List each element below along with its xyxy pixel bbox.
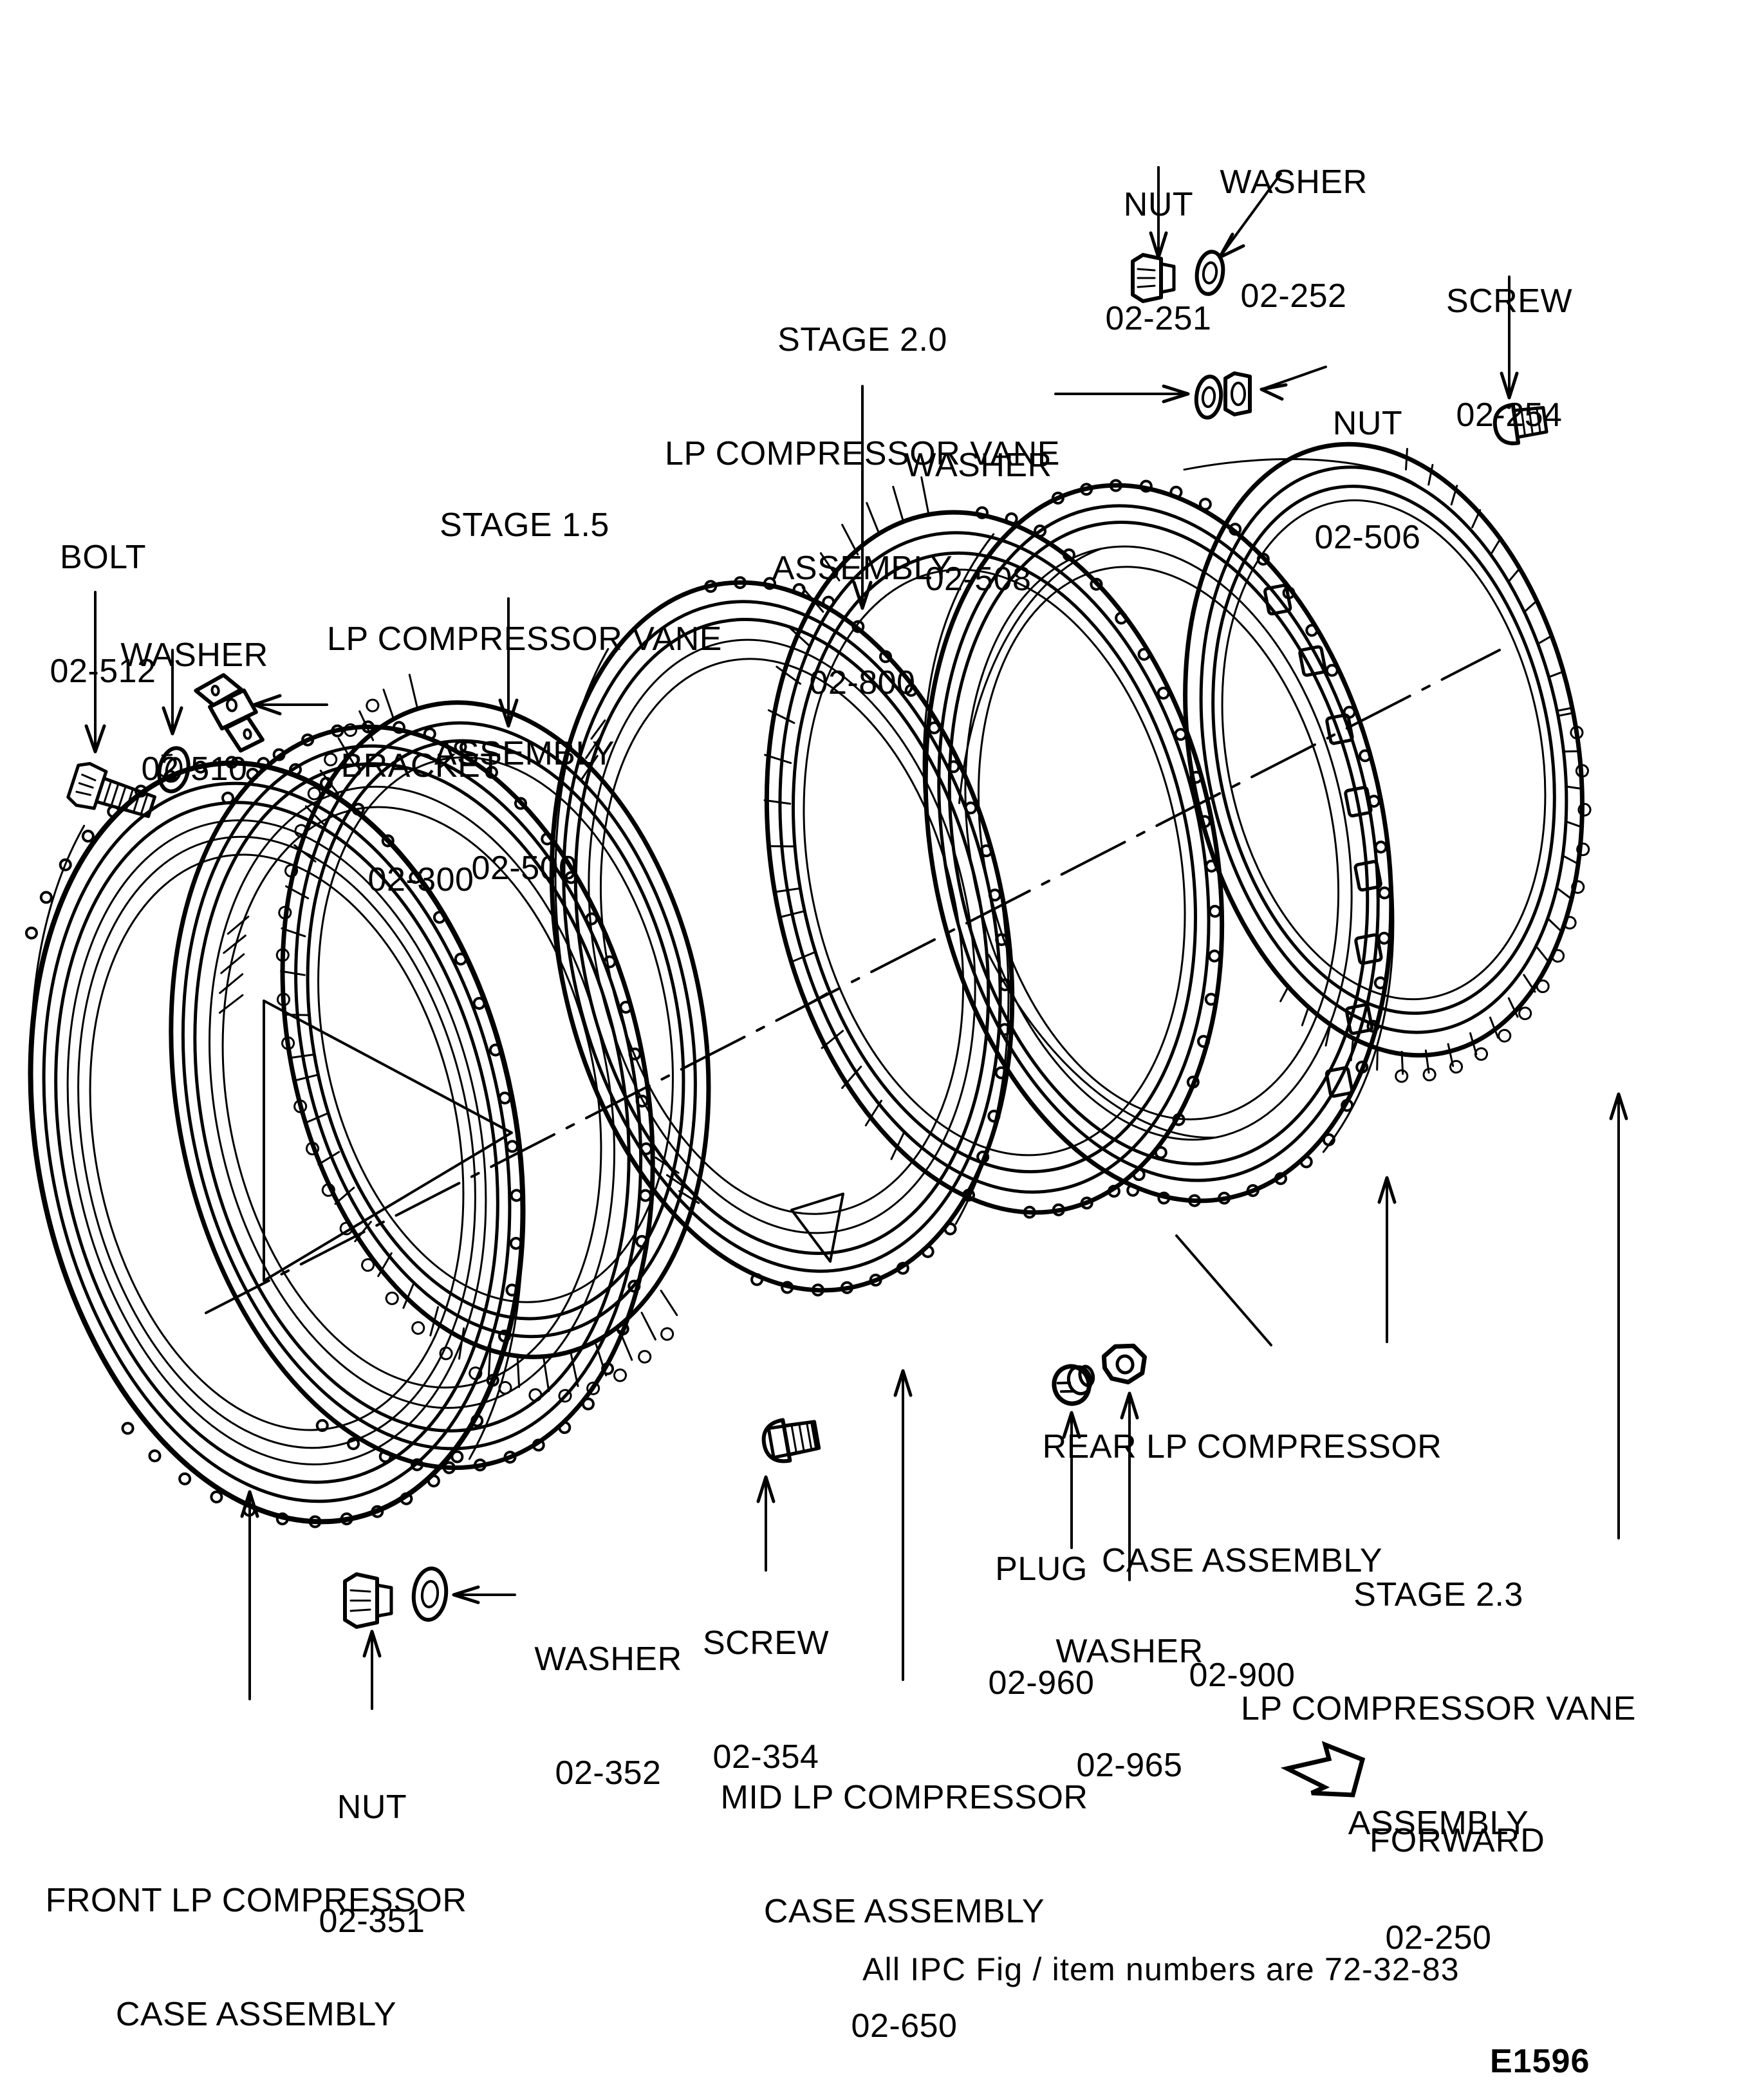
callout-stage-1-5-vane-assembly: STAGE 1.5 LP COMPRESSOR VANE ASSEMBLY 02… — [327, 430, 722, 964]
callout-rear-case-item: 02-900 — [1189, 1657, 1296, 1695]
ring-front-lp-compressor-case — [24, 756, 526, 1529]
callout-screw-02-354-name: SCREW — [702, 1624, 830, 1662]
callout-bolt-02-512-name: BOLT — [60, 538, 146, 576]
callout-front-case-line1: FRONT LP COMPRESSOR — [45, 1881, 467, 1919]
part-nut-02-351 — [343, 1572, 393, 1629]
callout-nut-02-506-item: 02-506 — [1314, 519, 1421, 557]
callout-washer-02-965-name: WASHER — [1055, 1632, 1204, 1670]
callout-stage-2-3-vane-assembly: STAGE 2.3 LP COMPRESSOR VANE ASSEMBLY 02… — [1241, 1500, 1636, 2034]
forward-label-text: FORWARD — [1370, 1821, 1545, 1859]
callout-screw-02-254-item: 02-254 — [1456, 396, 1563, 434]
callout-plug-02-960-item: 02-960 — [988, 1664, 1095, 1702]
part-nut-02-506 — [1223, 371, 1252, 416]
part-washer-02-965 — [1101, 1343, 1147, 1385]
callout-mid-case-line1: MID LP COMPRESSOR — [720, 1778, 1088, 1816]
callout-nut-02-351-item: 02-351 — [319, 1902, 425, 1940]
callout-mid-lp-compressor-case-assembly: MID LP COMPRESSOR CASE ASSEMBLY 02-650 — [721, 1702, 1088, 2100]
callout-stage-2-0-vane-assembly: STAGE 2.0 LP COMPRESSOR VANE ASSEMBLY 02… — [665, 245, 1060, 779]
callout-stage-2-3-line2: LP COMPRESSOR VANE — [1241, 1690, 1636, 1728]
part-screw-02-354 — [761, 1418, 821, 1463]
callout-washer-02-252-item: 02-252 — [1240, 277, 1347, 315]
callout-nut-02-351-name: NUT — [337, 1788, 407, 1826]
callout-mid-case-line2: CASE ASSEMBLY — [763, 1893, 1045, 1931]
part-nut-02-251 — [1131, 253, 1176, 303]
callout-stage-1-5-line1: STAGE 1.5 — [440, 506, 609, 544]
part-washer-02-352 — [411, 1566, 449, 1622]
callout-plug-02-960-name: PLUG — [995, 1550, 1088, 1588]
callout-rear-case-line2: CASE ASSEMBLY — [1101, 1542, 1383, 1580]
callout-washer-02-252: WASHER 02-252 — [1220, 87, 1367, 392]
callout-washer-02-352-name: WASHER — [534, 1640, 682, 1678]
callout-washer-02-965-item: 02-965 — [1076, 1747, 1183, 1785]
ipc-note-text: All IPC Fig / item numbers are 72-32-83 — [862, 1951, 1460, 1987]
leader-stage-2-0-pointer — [790, 1193, 844, 1263]
callout-washer-02-510: WASHER 02-510 — [120, 560, 268, 865]
centerline-axis — [205, 649, 1501, 1314]
part-washer-02-252 — [1195, 250, 1225, 296]
callout-washer-02-508-item: 02-508 — [925, 561, 1032, 599]
callout-washer-02-965: WASHER 02-965 — [1055, 1556, 1203, 1861]
forward-label: FORWARD — [1370, 1745, 1545, 1936]
part-bolt-02-512 — [66, 761, 156, 819]
callout-screw-02-254-name: SCREW — [1446, 282, 1573, 320]
callout-washer-02-510-name: WASHER — [120, 636, 268, 674]
ring-mid-lp-compressor-case — [549, 576, 1015, 1297]
forward-arrow-icon — [1280, 1741, 1366, 1798]
leader-lines — [84, 166, 1628, 1710]
ring-stage-2-3-vane — [1183, 441, 1592, 1083]
callout-washer-02-508: WASHER 02-508 — [904, 370, 1052, 675]
ring-stage-2-0-vane — [763, 476, 1225, 1219]
callout-screw-02-254: SCREW 02-254 — [1446, 206, 1572, 511]
callout-mid-case-item: 02-650 — [851, 2007, 958, 2045]
callout-stage-2-0-line2: LP COMPRESSOR VANE — [665, 435, 1060, 473]
callout-stage-2-3-line3: ASSEMBLY — [1348, 1805, 1529, 1843]
callout-stage-2-0-line3: ASSEMBLY — [772, 550, 953, 588]
part-washer-02-508 — [1194, 375, 1223, 420]
callout-nut-02-251-name: NUT — [1123, 185, 1194, 223]
callout-washer-02-508-name: WASHER — [904, 446, 1052, 484]
part-bracket-02-300 — [194, 673, 265, 753]
callout-washer-02-352: WASHER 02-352 — [534, 1564, 682, 1869]
callout-nut-02-351: NUT 02-351 — [319, 1712, 425, 2017]
callout-bracket-02-300: BRACKET 02-300 — [340, 671, 501, 976]
callout-rear-case-line1: REAR LP COMPRESSOR — [1042, 1427, 1442, 1465]
ring-rear-lp-compressor-case — [922, 458, 1419, 1207]
callout-stage-2-3-item: 02-250 — [1385, 1919, 1492, 1956]
callout-stage-1-5-line3: ASSEMBLY — [434, 735, 615, 773]
part-screw-02-254 — [1492, 402, 1548, 445]
part-plug-02-960 — [1052, 1364, 1095, 1406]
drawing-number: E1596 — [1490, 1966, 1590, 2100]
callout-stage-1-5-line2: LP COMPRESSOR VANE — [327, 620, 722, 658]
callout-front-lp-compressor-case-assembly: FRONT LP COMPRESSOR CASE ASSEMBLY 02-350 — [46, 1805, 467, 2100]
callout-stage-1-5-item: 02-500 — [471, 849, 578, 887]
callout-rear-lp-compressor-case-assembly: REAR LP COMPRESSOR CASE ASSEMBLY 02-900 — [1043, 1352, 1442, 1771]
callout-nut-02-506: NUT 02-506 — [1315, 328, 1421, 633]
callout-nut-02-251: NUT 02-251 — [1106, 109, 1212, 414]
callout-front-case-line2: CASE ASSEMBLY — [115, 1996, 397, 2034]
ipc-note: All IPC Fig / item numbers are 72-32-83 — [862, 1878, 1460, 2061]
callout-nut-02-251-item: 02-251 — [1105, 300, 1212, 338]
callout-bracket-02-300-item: 02-300 — [367, 861, 474, 899]
callout-bolt-02-512: BOLT 02-512 — [50, 462, 156, 767]
part-washer-02-510 — [157, 746, 191, 794]
callout-nut-02-506-name: NUT — [1332, 404, 1403, 442]
drawing-number-text: E1596 — [1490, 2042, 1590, 2080]
callout-screw-02-354: SCREW 02-354 — [703, 1548, 829, 1853]
callout-washer-02-352-item: 02-352 — [555, 1754, 662, 1792]
leader-stage-1-5-pointer — [263, 999, 513, 1282]
callout-washer-02-252-name: WASHER — [1220, 163, 1368, 201]
callout-plug-02-960: PLUG 02-960 — [989, 1474, 1095, 1779]
callout-stage-2-3-line1: STAGE 2.3 — [1353, 1575, 1523, 1613]
callout-stage-2-0-item: 02-800 — [809, 664, 916, 702]
callout-bracket-02-300-name: BRACKET — [340, 747, 501, 785]
ring-front-case-rear-flange — [169, 720, 655, 1474]
callout-screw-02-354-item: 02-354 — [712, 1738, 819, 1776]
callout-stage-2-0-line1: STAGE 2.0 — [777, 321, 947, 358]
callout-bolt-02-512-item: 02-512 — [50, 653, 156, 691]
callout-washer-02-510-item: 02-510 — [141, 750, 248, 788]
